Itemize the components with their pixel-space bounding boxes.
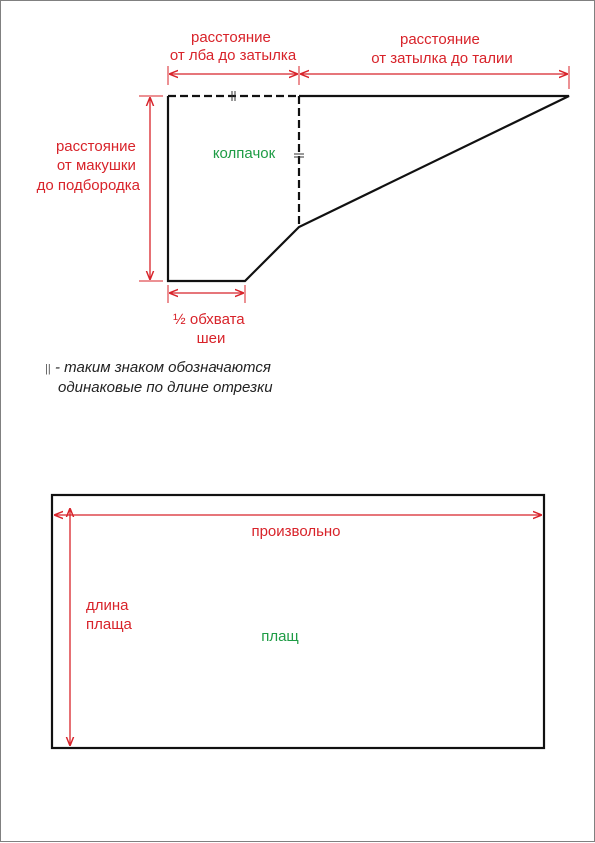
dim-crown-to-chin [139, 95, 163, 282]
legend-line-1: - таким знаком обозначаются [55, 359, 271, 376]
hood-part-label: колпачок [213, 145, 276, 162]
dim-half-neck-label: ½ обхвата шеи [173, 311, 249, 347]
dim-cloak-length-label: длина плаща [86, 597, 133, 633]
legend-note: || - таким знаком обозначаются одинаковы… [45, 359, 273, 396]
dim-forehead-to-nape [167, 66, 300, 85]
dim-crown-to-chin-label: расстояние от макушки до подбородка [37, 138, 141, 194]
dim-half-neck [167, 285, 246, 303]
cloak-pattern: произвольно длина плаща плащ [50, 493, 546, 750]
cloak-outline [50, 493, 546, 750]
dim-forehead-to-nape-label: расстояние от лба до затылка [170, 29, 297, 64]
dim-nape-to-waist [301, 66, 570, 89]
equal-length-mark-top [231, 91, 236, 101]
hood-outline [166, 94, 570, 283]
hood-pattern: расстояние от лба до затылка расстояние … [37, 29, 570, 347]
legend-line-2: одинаковые по длине отрезки [58, 379, 273, 396]
equal-length-mark-side [294, 153, 304, 158]
dim-cloak-width-label: произвольно [251, 523, 340, 540]
dim-nape-to-waist-label: расстояние от затылка до талии [371, 31, 513, 67]
equal-length-symbol: || [45, 363, 51, 375]
cloak-part-label: плащ [261, 628, 299, 645]
